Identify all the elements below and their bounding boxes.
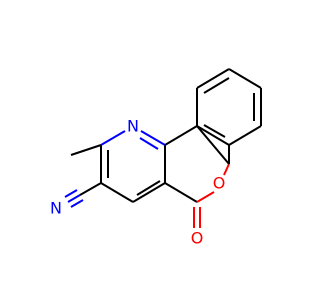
bond-methyl: [70, 144, 102, 156]
bond-c10b-n1: [140, 130, 166, 146]
bond-c6a-c10a-ring: [196, 125, 230, 146]
bond-c10b-n1-inner: [139, 137, 159, 150]
ring-nitrogen-label: N: [127, 117, 139, 136]
molecule-diagram: N N O O: [50, 68, 262, 248]
bond-c7-c6a: [228, 125, 262, 146]
ring-oxygen-label: O: [213, 174, 226, 193]
bond-c10-c9: [196, 68, 230, 89]
bond-nitrile-1: [67, 194, 81, 203]
bond-c4-c4a: [132, 182, 166, 203]
bond-c9-c8: [228, 68, 262, 89]
bond-c3-c4: [100, 182, 134, 203]
bond-c5-o6: [196, 191, 215, 203]
bond-nitrile-3: [70, 199, 84, 208]
bond-c10-c9-inner: [203, 77, 230, 94]
bond-o6-c6a: [223, 163, 230, 176]
nitrile-nitrogen-label: N: [50, 199, 62, 218]
bond-n1-c2: [100, 130, 126, 146]
atom-labels: N N O O: [50, 117, 225, 248]
bond-c6a-c10a-inner: [203, 124, 226, 138]
bond-c10a-c10b: [164, 125, 198, 146]
bond-c6a-c10a: [196, 125, 230, 165]
carbonyl-oxygen-label: O: [191, 229, 204, 248]
bond-c3-cn: [79, 182, 102, 196]
bonds: [64, 68, 262, 228]
bond-c4-c4a-inner: [136, 180, 161, 196]
bond-c4a-c5: [164, 182, 198, 203]
bond-nitrile-2: [64, 189, 78, 198]
